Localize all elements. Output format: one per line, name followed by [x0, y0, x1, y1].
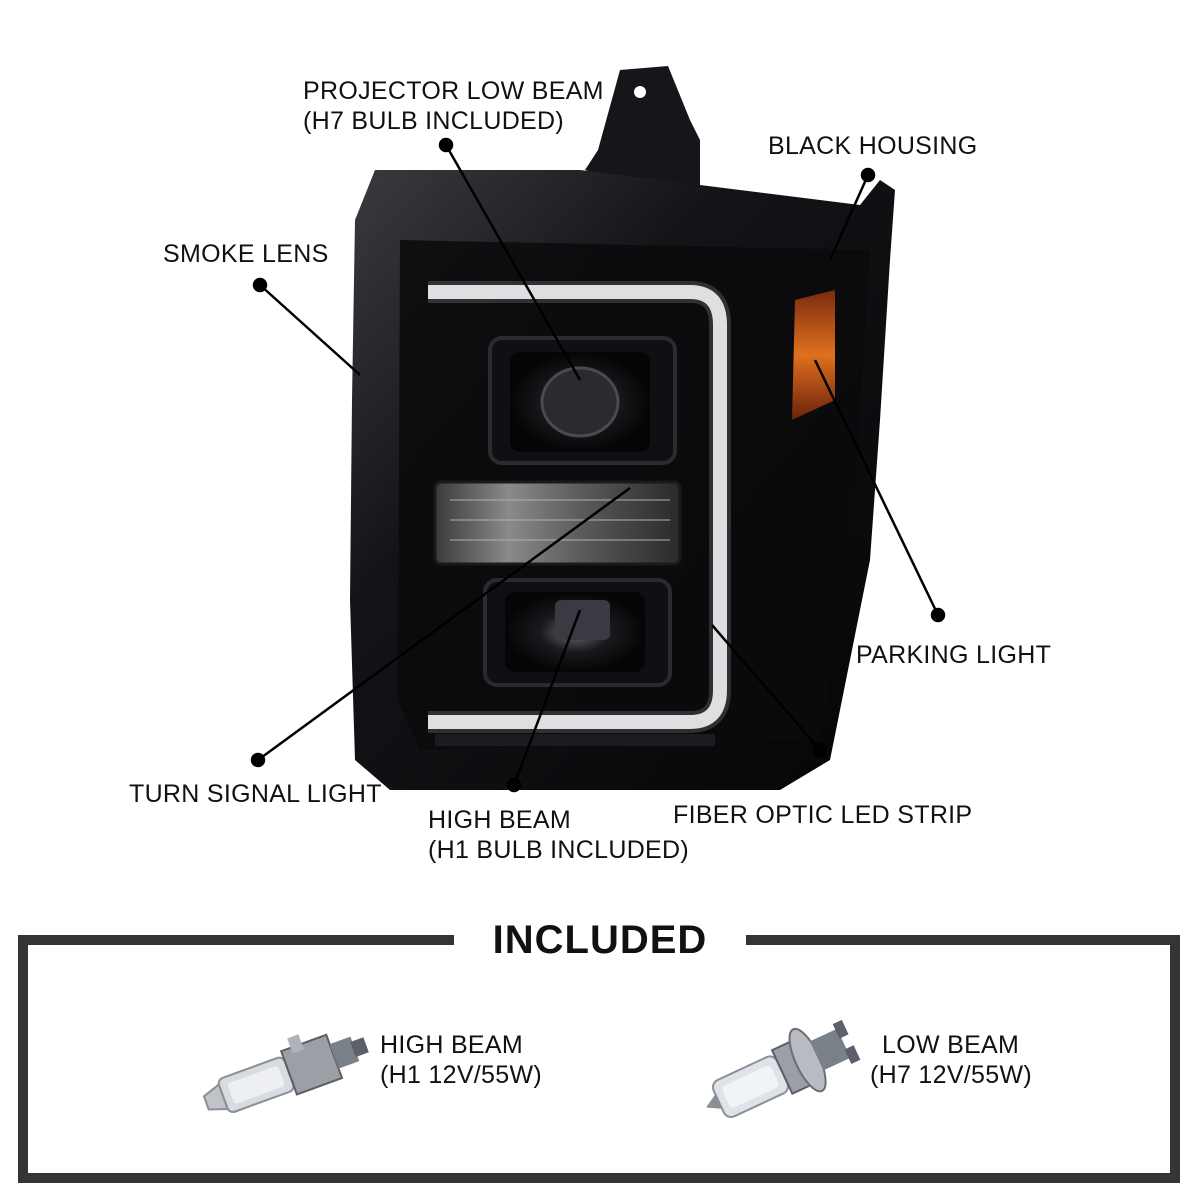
h1-bulb-icon — [202, 1033, 369, 1113]
callout-fiber-optic-led-strip: FIBER OPTIC LED STRIP — [673, 801, 973, 829]
callout-high-beam-line2: (H1 BULB INCLUDED) — [428, 836, 690, 864]
included-frame-top-left — [18, 935, 454, 945]
included-title: INCLUDED — [492, 918, 708, 962]
callout-leaders — [250, 137, 946, 793]
callout-high-beam-line1: HIGH BEAM — [428, 806, 571, 834]
included-item-high-beam-spec: (H1 12V/55W) — [380, 1061, 542, 1089]
turn-signal-bar — [433, 480, 682, 566]
mounting-hole — [634, 86, 646, 98]
fiber-optic-led-strip — [428, 285, 727, 729]
headlight-illustration — [250, 66, 946, 793]
callout-black-housing: BLACK HOUSING — [768, 132, 978, 160]
included-item-high-beam-name: HIGH BEAM — [380, 1031, 523, 1059]
included-item-low-beam-name: LOW BEAM — [882, 1031, 1020, 1059]
amber-parking-light — [792, 290, 835, 420]
included-item-low-beam: LOW BEAM (H7 12V/55W) — [870, 1030, 1032, 1090]
callout-projector-low-beam-line1: PROJECTOR LOW BEAM — [303, 77, 604, 105]
included-item-low-beam-spec: (H7 12V/55W) — [870, 1061, 1032, 1089]
included-item-high-beam: HIGH BEAM (H1 12V/55W) — [380, 1030, 542, 1090]
callout-parking-light: PARKING LIGHT — [856, 641, 1052, 669]
callout-smoke-lens: SMOKE LENS — [163, 240, 329, 268]
included-frame-top-right — [746, 935, 1180, 945]
callout-turn-signal-light: TURN SIGNAL LIGHT — [129, 780, 382, 808]
h7-bulb-icon — [706, 1019, 861, 1119]
callout-projector-low-beam-line2: (H7 BULB INCLUDED) — [303, 107, 565, 135]
callout-projector-low-beam: PROJECTOR LOW BEAM (H7 BULB INCLUDED) — [303, 76, 604, 136]
mounting-tab — [585, 66, 700, 200]
callout-high-beam: HIGH BEAM (H1 BULB INCLUDED) — [428, 805, 689, 865]
included-frame — [18, 935, 1180, 1183]
